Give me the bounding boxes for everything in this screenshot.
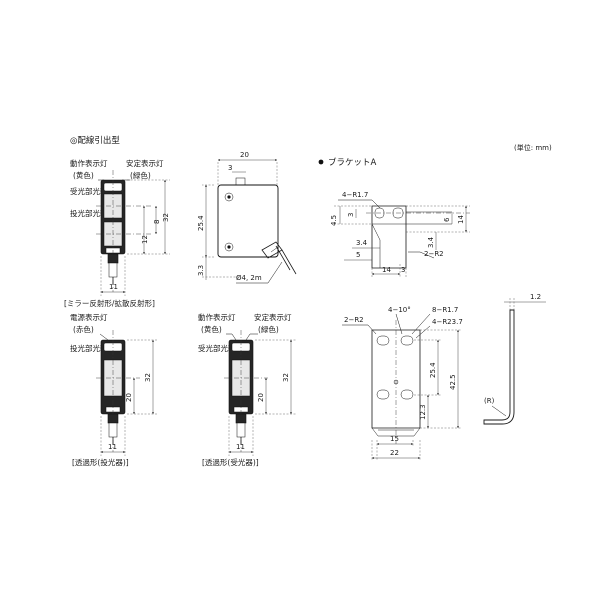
reflective-sensor-front-view: 動作表示灯 (黄色) 安定表示灯 (緑色) 受光部光軸 投光部光軸 32 12	[64, 158, 170, 308]
bullet-icon	[318, 159, 324, 165]
cable-label: Ø4, 2m	[236, 274, 262, 282]
bracket-dim-14: 14	[457, 215, 465, 224]
bracket-dim-3-bottom: 3	[401, 266, 405, 274]
label-stable-color: (緑色)	[130, 170, 151, 180]
front-dim-4r237: 4−R23.7	[432, 318, 463, 326]
bracket-a: ブラケットA 4−R1.7 4.5 3 6 14 3.4 3.4 5	[318, 157, 546, 460]
label-receiver-axis-2: 受光部光軸	[198, 343, 236, 353]
label-power-indicator: 電源表示灯	[70, 312, 108, 322]
label-operation-color: (黄色)	[73, 170, 94, 180]
bracket-dim-3-4: 3.4	[356, 239, 368, 247]
caption-receiver: [透過形(受光器)]	[202, 457, 259, 467]
emitter-dim-20: 20	[125, 393, 133, 402]
through-beam-emitter-view: 電源表示灯 (赤色) 投光部光軸 32 20 11 [透過形(投光器)]	[70, 312, 158, 467]
bracket-dim-3: 3	[347, 213, 355, 217]
label-operation-indicator: 動作表示灯	[70, 158, 108, 168]
label-stable-indicator-2: 安定表示灯	[254, 312, 292, 322]
front-dim-22: 22	[390, 449, 399, 457]
bracket-title: ブラケットA	[328, 157, 377, 168]
dim-32: 32	[162, 213, 170, 222]
label-receiver-axis: 受光部光軸	[70, 186, 108, 196]
receiver-dim-32: 32	[282, 373, 290, 382]
profile-radius-label: (R)	[484, 397, 495, 405]
front-dim-42-5: 42.5	[449, 374, 457, 390]
label-operation-indicator-2: 動作表示灯	[198, 312, 236, 322]
bracket-dim-4-5: 4.5	[330, 215, 338, 226]
dim-11: 11	[109, 283, 118, 291]
label-stable-color-2: (緑色)	[258, 324, 279, 334]
receiver-dim-20: 20	[257, 393, 265, 402]
bracket-dim-2r2: 2−R2	[424, 250, 444, 258]
unit-note: (単位: mm)	[514, 143, 552, 152]
bracket-dim-5: 5	[356, 251, 360, 259]
dim-12: 12	[141, 235, 149, 244]
front-dim-4-10: 4−10°	[388, 306, 411, 314]
label-emitter-axis: 投光部光軸	[70, 208, 108, 218]
caption-emitter: [透過形(投光器)]	[72, 457, 129, 467]
emitter-dim-32: 32	[144, 373, 152, 382]
through-beam-receiver-view: 動作表示灯 (黄色) 安定表示灯 (緑色) 受光部光軸 32 20 11 [透過…	[198, 312, 296, 467]
front-dim-2r2: 2−R2	[344, 316, 364, 324]
label-emitter-axis-2: 投光部光軸	[70, 343, 108, 353]
front-dim-25-4: 25.4	[429, 362, 437, 378]
dim-20: 20	[240, 151, 249, 159]
dim-3-top: 3	[228, 164, 232, 172]
bracket-dim-4r17: 4−R1.7	[342, 191, 368, 199]
dim-3-3: 3.3	[197, 265, 205, 276]
label-power-color: (赤色)	[73, 324, 94, 334]
dim-8: 8	[153, 220, 161, 224]
bracket-dim-3-4-vert: 3.4	[427, 236, 435, 248]
profile-dim-1-2: 1.2	[530, 293, 541, 301]
receiver-dim-11: 11	[236, 443, 245, 451]
emitter-dim-11: 11	[108, 443, 117, 451]
sensor-side-view: 20 3 25.4 3.3 Ø4, 2m	[197, 151, 297, 284]
bracket-dim-14-bottom: 14	[382, 266, 391, 274]
bracket-dim-6: 6	[443, 217, 451, 222]
section-title: ◎配線引出型	[70, 135, 120, 146]
front-dim-8r17: 8−R1.7	[432, 306, 458, 314]
label-operation-color-2: (黄色)	[201, 324, 222, 334]
caption-reflective: [ミラー反射形/拡散反射形]	[64, 298, 155, 308]
front-dim-15: 15	[390, 435, 399, 443]
label-stable-indicator: 安定表示灯	[126, 158, 164, 168]
dim-25-4: 25.4	[197, 215, 205, 231]
front-dim-12-3: 12.3	[419, 404, 427, 420]
